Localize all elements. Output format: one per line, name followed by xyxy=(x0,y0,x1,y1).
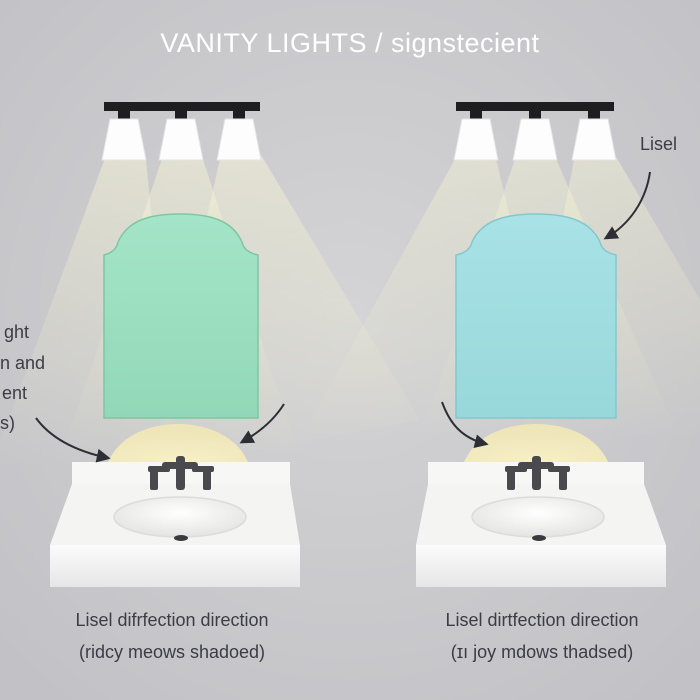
left-caption-line2: (ridcy meows shadoed) xyxy=(78,642,266,662)
page-title: VANITY LIGHTS / signstecient xyxy=(160,28,540,58)
drain xyxy=(532,535,546,541)
left-side-label-line: s) xyxy=(0,413,15,433)
faucet-icon xyxy=(148,456,214,490)
sink-basin xyxy=(113,496,247,538)
drain xyxy=(174,535,188,541)
arrow-icon xyxy=(239,403,285,444)
right-caption-line1: Lisel dirtfection direction xyxy=(445,610,639,630)
sink-basin xyxy=(471,496,605,538)
faucet-icon xyxy=(505,456,570,490)
arrow-icon xyxy=(603,171,651,240)
vanity-icon xyxy=(416,462,666,587)
left-caption-line1: Lisel difrfection direction xyxy=(75,610,269,630)
mirror-icon xyxy=(103,213,259,419)
right-panel xyxy=(300,102,700,587)
vanity-icon xyxy=(50,462,300,587)
arrow-icon xyxy=(35,417,111,463)
arrow-icon xyxy=(441,401,489,449)
left-side-label-line: ght xyxy=(4,322,30,342)
mirror-icon xyxy=(455,213,617,419)
light-pool xyxy=(108,424,248,462)
right-caption-line2: (ɪı joy mdows thadsed) xyxy=(450,642,634,662)
light-fixture-icon xyxy=(101,102,262,161)
left-side-label-line: ent xyxy=(2,383,28,403)
left-side-label-line: n and xyxy=(0,353,46,373)
right-side-label: Lisel xyxy=(640,134,678,154)
light-pool xyxy=(464,424,608,462)
light-fixture-icon xyxy=(453,102,617,161)
